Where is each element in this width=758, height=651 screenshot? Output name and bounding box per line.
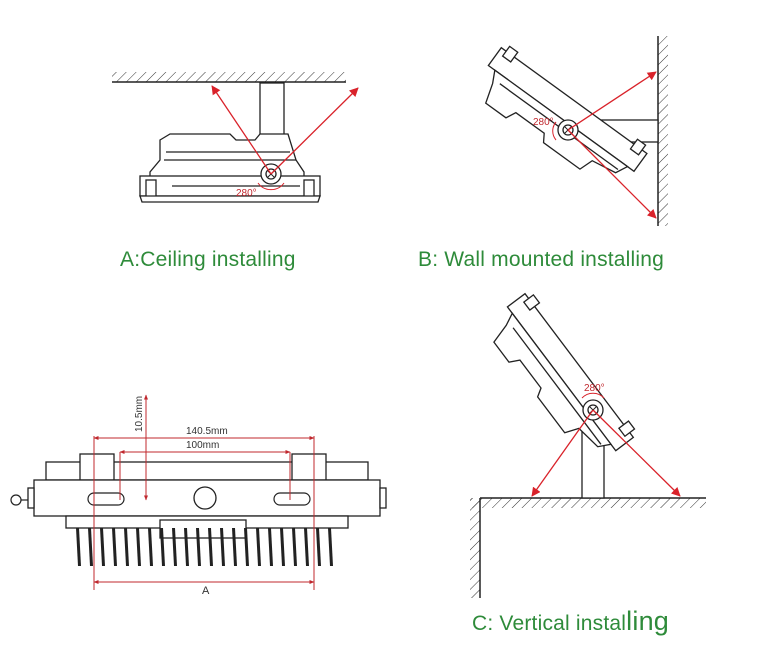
front-center-knob	[193, 486, 217, 510]
front-side-screw	[10, 494, 22, 506]
wall-arrow-down	[567, 129, 657, 219]
vertical-lamp-body	[493, 292, 636, 452]
heatsink-fins	[76, 528, 333, 566]
vertical-angle-arc	[581, 392, 605, 399]
wall-arrow-up	[567, 71, 657, 131]
heatsink-fin	[244, 528, 249, 566]
heatsink-fin	[268, 528, 273, 566]
heatsink-fin	[76, 528, 81, 566]
ceiling-hatch	[112, 72, 346, 82]
heatsink-fin	[112, 528, 117, 566]
ceiling-arrow-right	[270, 87, 359, 175]
caption-wall: B: Wall mounted installing	[418, 248, 665, 271]
front-slot-left	[87, 492, 125, 506]
front-dimension-drawing: 140.5mm 100mm 10.5mm A	[10, 394, 387, 597]
caption-vertical-tail: ling	[626, 606, 670, 636]
heatsink-fin	[220, 528, 225, 566]
ceiling-angle-label: 280°	[236, 188, 257, 199]
heatsink-fin	[328, 528, 333, 566]
ceiling-angle-arc	[257, 182, 285, 191]
heatsink-fin	[196, 528, 201, 566]
ceiling-arrow-left	[211, 85, 272, 175]
front-lamp-body	[27, 453, 387, 539]
heatsink-fin	[292, 528, 297, 566]
heatsink-fin	[184, 528, 189, 566]
vertical-arrow-right	[592, 409, 681, 497]
floor-hatch	[470, 498, 706, 508]
heatsink-fin	[100, 528, 105, 566]
floor-side-hatch	[470, 498, 480, 598]
vertical-arrow-left	[531, 409, 594, 497]
heatsink-fin	[160, 528, 165, 566]
dim-base-label: A	[202, 585, 210, 597]
dim-overall-label: 140.5mm	[186, 426, 228, 437]
heatsink-fin	[304, 528, 309, 566]
caption-vertical-main: C: Vertical instal	[472, 612, 627, 635]
ceiling-lamp-body	[139, 133, 321, 203]
caption-ceiling: A:Ceiling installing	[120, 248, 296, 271]
caption-vertical: C: Vertical installing	[472, 606, 669, 637]
wall-hatch	[658, 36, 668, 226]
heatsink-fin	[88, 528, 93, 566]
ceiling-install-drawing: 280°	[112, 72, 359, 203]
front-slot-right	[273, 492, 311, 506]
heatsink-fin	[124, 528, 129, 566]
heatsink-fin	[172, 528, 177, 566]
heatsink-fin	[232, 528, 237, 566]
heatsink-fin	[208, 528, 213, 566]
dim-slot-label: 100mm	[186, 440, 219, 451]
heatsink-fin	[256, 528, 261, 566]
heatsink-fin	[316, 528, 321, 566]
heatsink-fin	[280, 528, 285, 566]
dim-vertical-label: 10.5mm	[134, 396, 145, 432]
vertical-angle-label: 280°	[584, 383, 605, 394]
wall-angle-label: 280°	[533, 117, 554, 128]
wall-lamp-body	[484, 45, 648, 174]
wall-install-drawing: 280°	[484, 36, 668, 226]
heatsink-fin	[148, 528, 153, 566]
heatsink-fin	[136, 528, 141, 566]
wall-angle-arc	[552, 121, 557, 141]
vertical-install-drawing: 280°	[470, 292, 706, 598]
